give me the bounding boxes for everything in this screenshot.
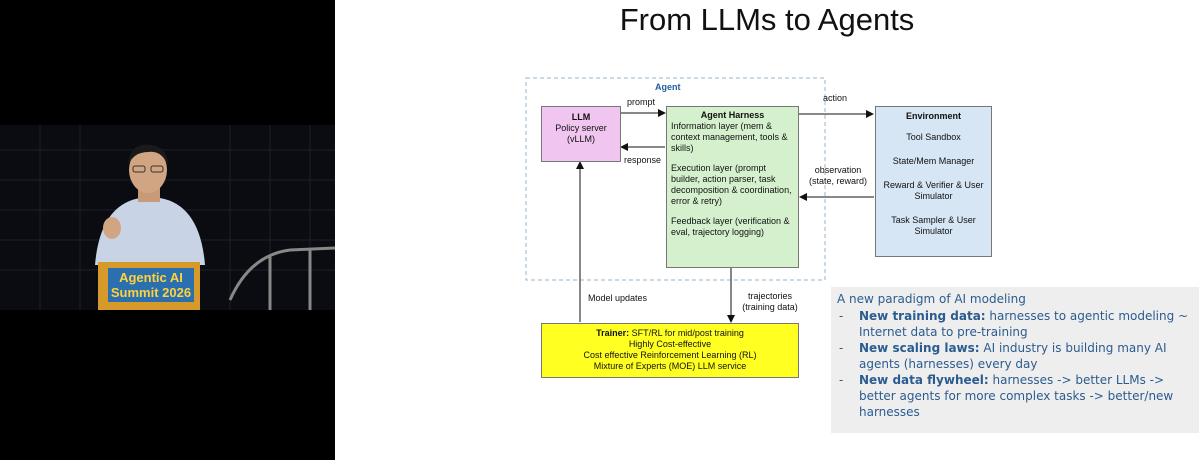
agent-group-label: Agent [655,82,681,92]
trajectories-label-detail: (training data) [742,302,798,312]
stage-photo: Agentic AI Summit 2026 [0,0,335,460]
note-item-training-data: -New training data: harnesses to agentic… [839,309,1189,339]
trainer-line-1: Highly Cost-effective [628,339,712,349]
note-list: -New training data: harnesses to agentic… [837,308,1193,420]
trainer-title-rest: SFT/RL for mid/post training [629,328,744,338]
llm-title: LLM [571,112,591,122]
model-updates-label: Model updates [588,293,648,303]
trainer-line-3: Mixture of Experts (MOE) LLM service [593,361,747,371]
slide: From LLMs to Agents Agent LLM Policy ser… [335,0,1199,460]
trajectories-label-text: trajectories [747,291,792,301]
note-item-scaling-laws: -New scaling laws: AI industry is buildi… [839,341,1167,371]
harness-execution-layer: Execution layer (prompt builder, action … [671,163,792,206]
trajectories-label: trajectories (training data) [737,291,803,313]
diagram-connectors [525,77,874,323]
trainer-box: Trainer: SFT/RL for mid/post training Hi… [541,323,799,378]
llm-box: LLM Policy server (vLLM) [541,106,621,162]
speaker-hand [103,217,121,239]
speaker-head [129,147,167,193]
environment-title: Environment [905,111,961,121]
paradigm-note: A new paradigm of AI modeling -New train… [831,287,1199,433]
environment-item-3: Reward & Verifier & User Simulator [883,180,984,201]
note-title: A new paradigm of AI modeling [837,292,1026,306]
environment-item-4: Task Sampler & User Simulator [891,215,976,236]
response-label: response [624,155,662,165]
note-item-1-bold: New training data: [859,309,986,323]
note-item-2-bold: New scaling laws: [859,341,980,355]
note-item-2-text: AI industry is building many AI agents (… [859,341,1167,371]
trainer-line-2: Cost effective Reinforcement Learning (R… [583,350,757,360]
speaker-shirt [95,198,205,265]
trainer-title: Trainer: [596,328,630,338]
action-label: action [823,93,848,103]
podium-sign-line-2: Summit 2026 [111,285,191,300]
agent-group-border [525,77,826,281]
prompt-label: prompt [627,97,656,107]
environment-item-2: State/Mem Manager [892,156,975,166]
stage-scene: Agentic AI Summit 2026 [0,125,335,310]
note-item-3-text: harnesses -> better LLMs -> better agent… [859,373,1174,419]
note-item-data-flywheel: -New data flywheel: harnesses -> better … [839,373,1174,419]
observation-label: observation (state, reward) [807,165,869,187]
harness-feedback-layer: Feedback layer (verification & eval, tra… [671,216,790,237]
observation-label-text: observation [814,165,862,175]
llm-line-1: Policy server [555,123,607,133]
slide-title: From LLMs to Agents [619,2,915,37]
note-item-3-bold: New data flywheel: [859,373,989,387]
podium-sign-line-1: Agentic AI [119,270,183,285]
environment-box: Environment Tool Sandbox State/Mem Manag… [875,106,992,257]
environment-item-1: Tool Sandbox [906,132,961,142]
harness-information-layer: Information layer (mem & context managem… [671,121,788,153]
agent-harness-box: Agent Harness Information layer (mem & c… [666,106,799,268]
podium-sign [108,268,194,302]
trainer-heading: Trainer: SFT/RL for mid/post training [542,328,798,339]
llm-line-2: (vLLM) [566,134,595,144]
harness-title: Agent Harness [700,110,765,120]
note-item-1-text: harnesses to agentic modeling ~ Internet… [859,309,1189,339]
observation-label-detail: (state, reward) [808,176,868,186]
